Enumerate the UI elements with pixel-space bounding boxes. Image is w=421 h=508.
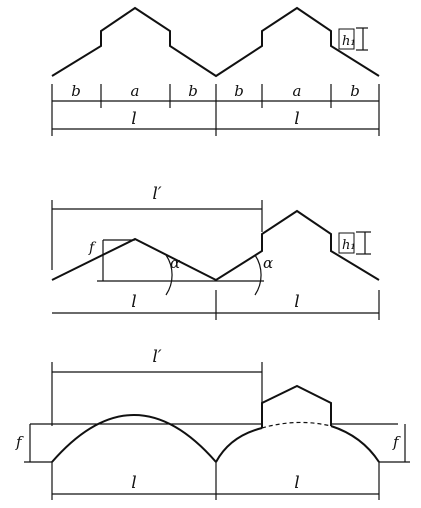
top-diagram: h₁ b a b b a b l l xyxy=(51,6,380,136)
bottom-f-left-dimension: f xyxy=(15,424,52,463)
top-span-l-1: l xyxy=(131,109,136,129)
dim-b-3: b xyxy=(234,82,244,100)
middle-lprime-dimension: l′ xyxy=(51,184,263,270)
middle-roof-profile xyxy=(51,209,380,282)
middle-alpha-right: α xyxy=(263,254,273,272)
bottom-f-right-label: f xyxy=(392,433,401,451)
bottom-arch-right-hidden xyxy=(261,421,332,429)
middle-span-l-1: l xyxy=(131,292,136,312)
dim-b-1: b xyxy=(71,82,81,100)
middle-span-l-2: l xyxy=(294,292,299,312)
middle-angle-arc-left xyxy=(165,254,173,296)
bottom-span-l-1: l xyxy=(131,473,136,493)
bottom-arch-right-left-part xyxy=(215,427,263,463)
middle-angle-arc-right xyxy=(254,254,262,296)
middle-f-dimension: f xyxy=(88,239,216,282)
middle-h1-dimension: h₁ xyxy=(338,231,371,255)
dim-b-4: b xyxy=(350,82,360,100)
bottom-lprime-dimension: l′ xyxy=(51,347,263,426)
dim-a-1: a xyxy=(131,82,140,100)
bottom-f-left-label: f xyxy=(15,433,24,451)
bottom-arch-right-end xyxy=(330,425,380,463)
middle-lprime-label: l′ xyxy=(152,184,161,204)
top-h1-dimension: h₁ xyxy=(338,27,368,51)
bottom-span-l-2: l xyxy=(294,473,299,493)
top-roof-profile xyxy=(51,6,380,78)
bottom-arch-left xyxy=(51,414,217,463)
middle-alpha-left: α xyxy=(170,254,180,272)
top-segment-dimension-line: b a b b a b xyxy=(51,82,380,136)
middle-diagram: l′ f α α h₁ l l xyxy=(51,184,380,320)
middle-span-dimension-line: l l xyxy=(52,290,380,320)
bottom-span-dimension-line: l l xyxy=(51,462,380,500)
top-span-dimension-line: l l xyxy=(52,109,379,130)
bottom-monitor xyxy=(261,384,332,428)
middle-f-label: f xyxy=(88,240,97,256)
bottom-diagram: l′ f f l l xyxy=(15,347,410,500)
bottom-lprime-label: l′ xyxy=(152,347,161,367)
dim-b-2: b xyxy=(188,82,198,100)
top-span-l-2: l xyxy=(294,109,299,129)
top-h1-label: h₁ xyxy=(342,34,356,49)
bottom-f-right-dimension: f xyxy=(379,424,410,463)
dim-a-2: a xyxy=(293,82,302,100)
middle-h1-label: h₁ xyxy=(342,238,356,253)
